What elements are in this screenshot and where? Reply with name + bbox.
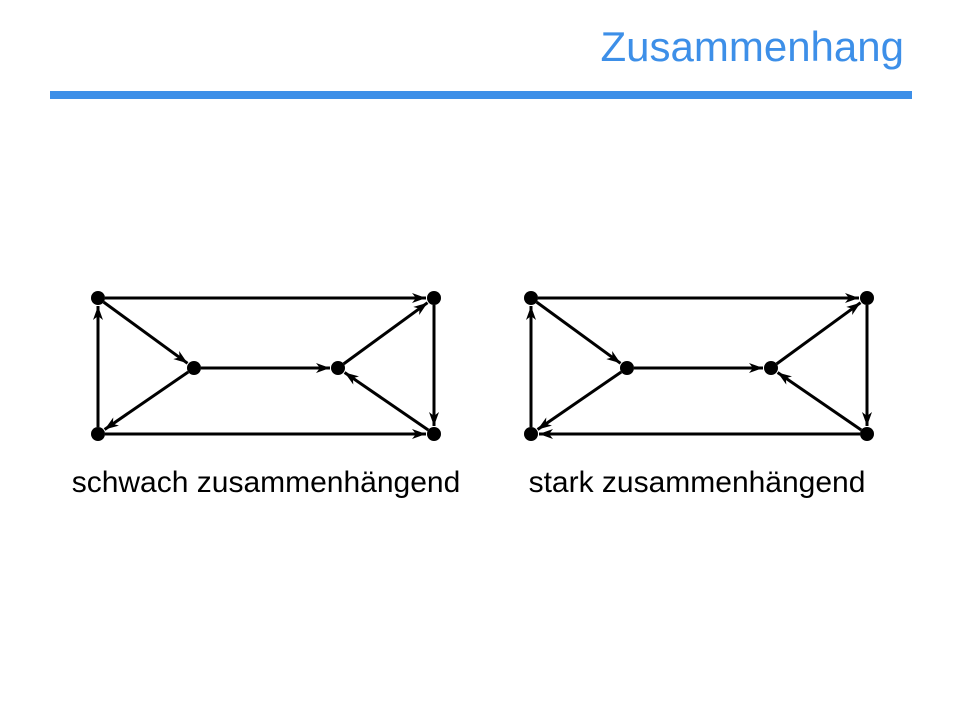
node-bottom-left — [524, 427, 538, 441]
node-mid-right — [764, 361, 778, 375]
edge-bottom-right-to-mid-right — [776, 371, 863, 432]
node-top-left — [91, 291, 105, 305]
edge-mid-left-to-bottom-left — [103, 370, 190, 431]
node-mid-left — [187, 361, 201, 375]
edge-bottom-right-to-mid-right — [343, 371, 430, 432]
caption-weakly-connected: schwach zusammenhängend — [72, 466, 461, 499]
caption-strongly-connected: stark zusammenhängend — [529, 466, 866, 499]
slide-title: Zusammenhang — [600, 23, 905, 70]
node-mid-left — [620, 361, 634, 375]
edge-top-left-to-mid-left — [535, 300, 622, 365]
node-bottom-left — [91, 427, 105, 441]
node-bottom-right — [427, 427, 441, 441]
node-bottom-right — [860, 427, 874, 441]
node-mid-right — [331, 361, 345, 375]
title-rule — [50, 91, 912, 99]
strongly-connected-graph — [524, 291, 874, 441]
edge-mid-right-to-top-right — [775, 301, 862, 366]
edge-mid-right-to-top-right — [342, 301, 429, 366]
node-top-right — [427, 291, 441, 305]
edge-top-left-to-mid-left — [102, 300, 189, 365]
edge-mid-left-to-bottom-left — [536, 370, 623, 431]
node-top-right — [860, 291, 874, 305]
weakly-connected-graph — [91, 291, 441, 441]
node-top-left — [524, 291, 538, 305]
